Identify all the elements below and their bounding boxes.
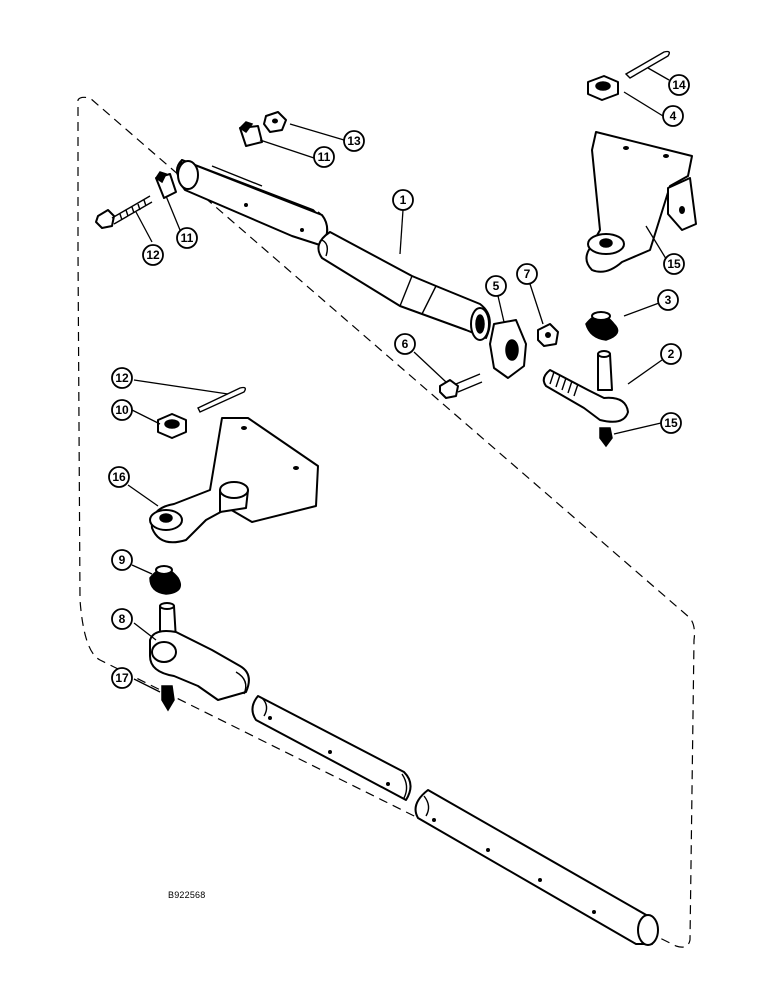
callout-17: 17 [111,667,133,689]
tie-rod-tube-upper-left [176,159,329,247]
callout-9-label: 9 [119,553,126,567]
callout-16-label: 16 [112,470,126,484]
nut-13 [263,111,287,133]
callout-15-fitting: 15 [660,412,682,434]
callout-3: 3 [657,289,679,311]
steering-arm-16 [149,417,319,544]
callout-12-lower: 12 [111,367,133,389]
callout-5: 5 [485,275,507,297]
callout-3-label: 3 [665,293,672,307]
dust-boot-9 [149,565,181,595]
callout-15-arm: 15 [663,253,685,275]
callout-14: 14 [668,74,690,96]
dust-boot-3 [585,311,619,341]
tie-rod-tube-lower-mid [251,695,412,801]
callout-6-label: 6 [402,337,409,351]
callout-12-top-label: 12 [146,248,160,262]
nut-7 [537,323,559,347]
callout-11-top: 11 [313,146,335,168]
callout-14-label: 14 [672,78,686,92]
bolt-12 [95,195,153,229]
cotter-pin-12 [197,386,247,413]
callout-12-top: 12 [142,244,164,266]
callout-11-left-label: 11 [181,231,194,245]
clamp-5 [489,319,527,379]
callout-2-label: 2 [668,347,675,361]
clamp-11-top [238,121,263,147]
dashed-boundary [77,96,696,948]
callout-11-left: 11 [176,227,198,249]
callout-7-label: 7 [524,267,531,281]
callout-4-label: 4 [670,109,677,123]
callout-10: 10 [111,399,133,421]
callout-9: 9 [111,549,133,571]
callout-5-label: 5 [493,279,500,293]
steering-arm-15 [585,131,697,273]
callout-1: 1 [392,189,414,211]
figure-id: B922568 [168,890,206,900]
callout-1-label: 1 [400,193,407,207]
callout-15-arm-label: 15 [667,257,681,271]
clamp-11-left [154,171,177,199]
callout-6: 6 [394,333,416,355]
tie-rod-tube-1 [317,231,491,341]
callout-8-label: 8 [119,612,126,626]
callout-2: 2 [660,343,682,365]
callout-7: 7 [516,263,538,285]
castle-nut-4 [587,75,619,101]
tie-rod-end-2 [542,350,629,423]
callout-13: 13 [343,130,365,152]
tie-rod-tube-lower-end [414,789,659,946]
callout-8: 8 [111,608,133,630]
callout-16: 16 [108,466,130,488]
bolt-6 [439,373,483,399]
callout-15-fitting-label: 15 [664,416,678,430]
grease-fitting-15 [599,427,613,448]
grease-fitting-17 [161,685,175,712]
castle-nut-10 [157,413,187,439]
callout-13-label: 13 [347,134,361,148]
tie-rod-end-8 [149,602,250,701]
callout-17-label: 17 [115,671,129,685]
callout-10-label: 10 [115,403,129,417]
callout-12-lower-label: 12 [115,371,129,385]
callout-4: 4 [662,105,684,127]
leader-lines [127,67,670,693]
callout-11-top-label: 11 [318,150,331,164]
cotter-pin-14 [624,50,671,79]
